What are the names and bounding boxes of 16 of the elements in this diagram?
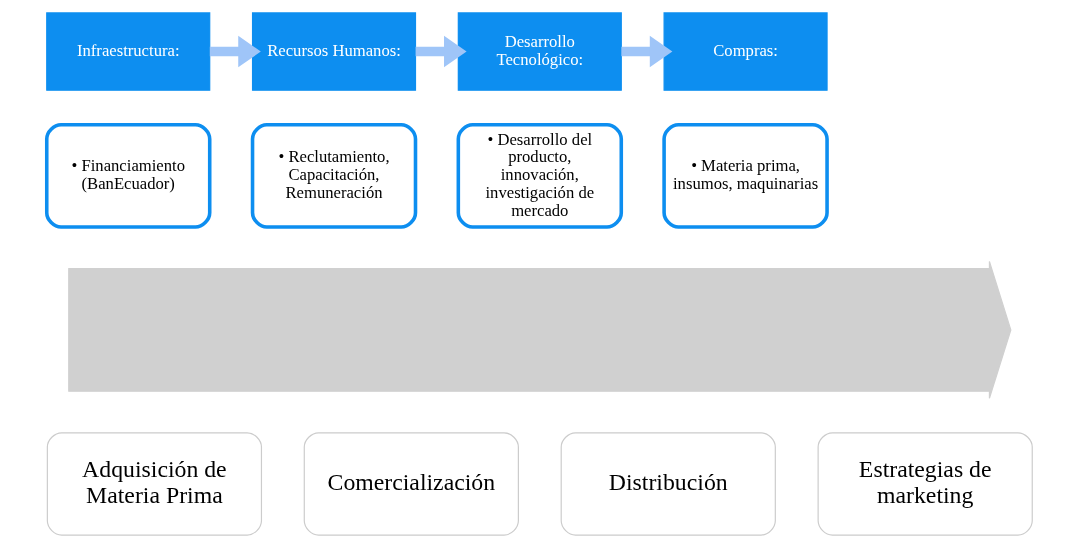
arrow [620,35,672,68]
node-box: • Desarrollo del producto, innovación, investigación de mercado [456,122,623,229]
node-box: Recursos Humanos: [251,12,416,91]
arrow [209,35,261,68]
node-box: • Reclutamiento, Capacitación, Remuneración [250,122,417,229]
node-box: Compras: [663,12,828,91]
node-arrow [67,260,1011,399]
node-box: Distribución [560,432,776,536]
node-box: Infraestructura: [45,12,210,91]
arrow [415,35,467,68]
node-box: Estrategias de marketing [817,432,1033,536]
node-box: • Financiamiento (BanEcuador) [44,122,211,229]
node-box: Comercialización [303,432,519,536]
node-box: Desarrollo Tecnológico: [457,12,622,91]
node-box: Adquisición de Materia Prima [46,432,262,536]
node-box: • Materia prima, insumos, maquinarias [661,122,829,229]
